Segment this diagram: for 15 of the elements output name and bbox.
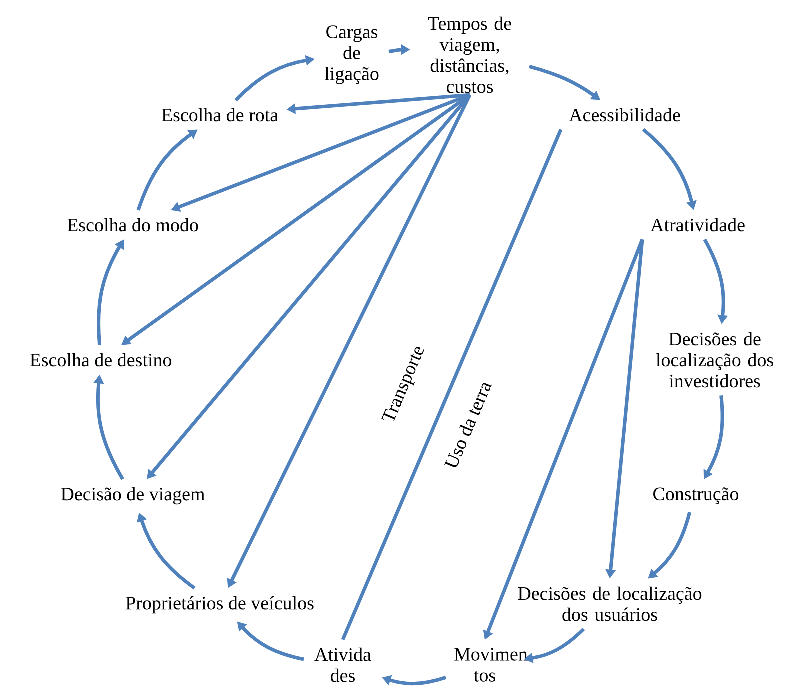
node-text: Proprietários de veículos — [126, 596, 314, 614]
node-text: Decisão de viagem — [61, 487, 205, 505]
node-text: Ativida des — [314, 648, 372, 682]
node-text: Movimen tos — [454, 648, 528, 682]
node-text: Cargas de ligação — [324, 26, 379, 84]
node-text: Construção — [654, 488, 739, 504]
node-text: Tempos de viagem, distâncias, custos — [428, 16, 512, 94]
rotated-label: Uso da terra — [444, 383, 492, 468]
node-text: Decisões de localização dos investidores — [656, 332, 774, 388]
node-text: Atratividade — [650, 218, 745, 232]
node-text: Escolha do modo — [68, 218, 198, 232]
node-text: Decisões de localização dos usuários — [518, 586, 702, 622]
node-text: Escolha de rota — [162, 108, 278, 122]
node-text: Escolha de destino — [30, 353, 172, 367]
node-text: Acessibilidade — [569, 108, 680, 122]
